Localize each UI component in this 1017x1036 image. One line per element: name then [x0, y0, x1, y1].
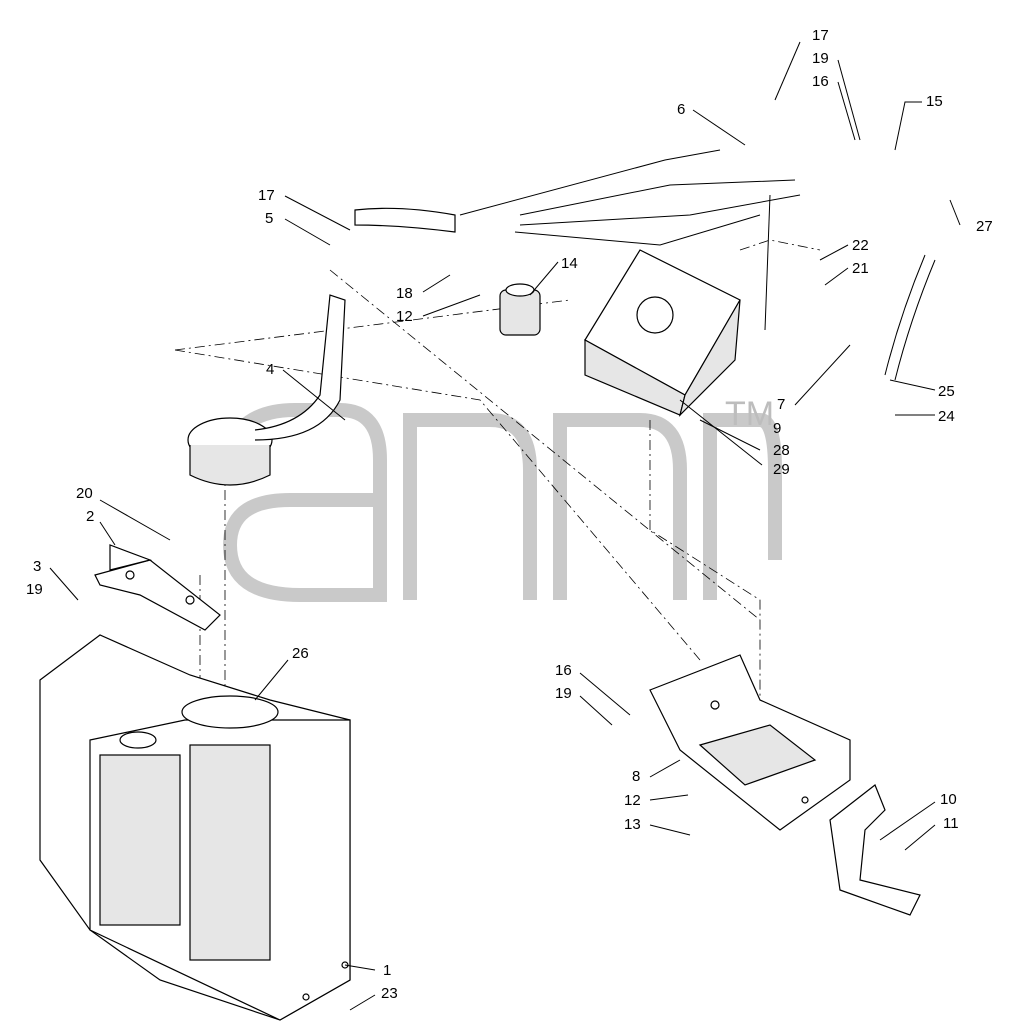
- callout-16b: 16: [555, 662, 572, 679]
- callout-25: 25: [938, 383, 955, 400]
- callout-6: 6: [677, 101, 685, 118]
- callout-17a: 17: [812, 27, 829, 44]
- callout-15: 15: [926, 93, 943, 110]
- callout-22: 22: [852, 237, 869, 254]
- watermark-trademark: TM: [725, 395, 774, 433]
- callout-2: 2: [86, 508, 94, 525]
- callout-18: 18: [396, 285, 413, 302]
- callout-12b: 12: [624, 792, 641, 809]
- reservoir-tank: [39, 634, 351, 1021]
- callout-4: 4: [266, 361, 274, 378]
- callout-19b: 19: [26, 581, 43, 598]
- callout-11: 11: [943, 815, 959, 832]
- callout-24: 24: [938, 408, 955, 425]
- callout-19a: 19: [812, 50, 829, 67]
- watermark-logo: TM: [218, 395, 782, 602]
- callout-26: 26: [292, 645, 309, 662]
- valve-block: [499, 283, 541, 336]
- callout-27: 27: [976, 218, 993, 235]
- callout-3: 3: [33, 558, 41, 575]
- callout-19c: 19: [555, 685, 572, 702]
- callout-labels: 17 19 16 15 6 27 17 5 22 21 14 18 12 4 2…: [26, 27, 993, 1002]
- callout-8: 8: [632, 768, 640, 785]
- callout-17b: 17: [258, 187, 275, 204]
- callout-13: 13: [624, 816, 641, 833]
- tank-port: [119, 731, 157, 749]
- callout-10: 10: [940, 791, 957, 808]
- tank-panel-left: [99, 754, 181, 926]
- mounting-bracket-8: [649, 654, 851, 831]
- control-box: [584, 249, 741, 417]
- mounting-bracket-2: [94, 544, 221, 631]
- tank-panel-right: [189, 744, 271, 961]
- callout-20: 20: [76, 485, 93, 502]
- hose-lines: [354, 149, 936, 381]
- callout-14: 14: [561, 255, 578, 272]
- callout-21: 21: [852, 260, 869, 277]
- callout-23: 23: [381, 985, 398, 1002]
- callout-9: 9: [773, 420, 781, 437]
- callout-16a: 16: [812, 73, 829, 90]
- callout-29: 29: [773, 461, 790, 478]
- callout-12a: 12: [396, 308, 413, 325]
- filter-hose-assembly: [187, 294, 346, 486]
- mounting-bracket-10: [829, 784, 921, 916]
- callout-1: 1: [383, 962, 391, 979]
- callout-28: 28: [773, 442, 790, 459]
- leader-lines: [49, 41, 961, 1011]
- assembly-guide-lines: [174, 239, 821, 720]
- callout-7: 7: [777, 396, 785, 413]
- callout-5: 5: [265, 210, 273, 227]
- tank-filler-neck: [181, 695, 279, 729]
